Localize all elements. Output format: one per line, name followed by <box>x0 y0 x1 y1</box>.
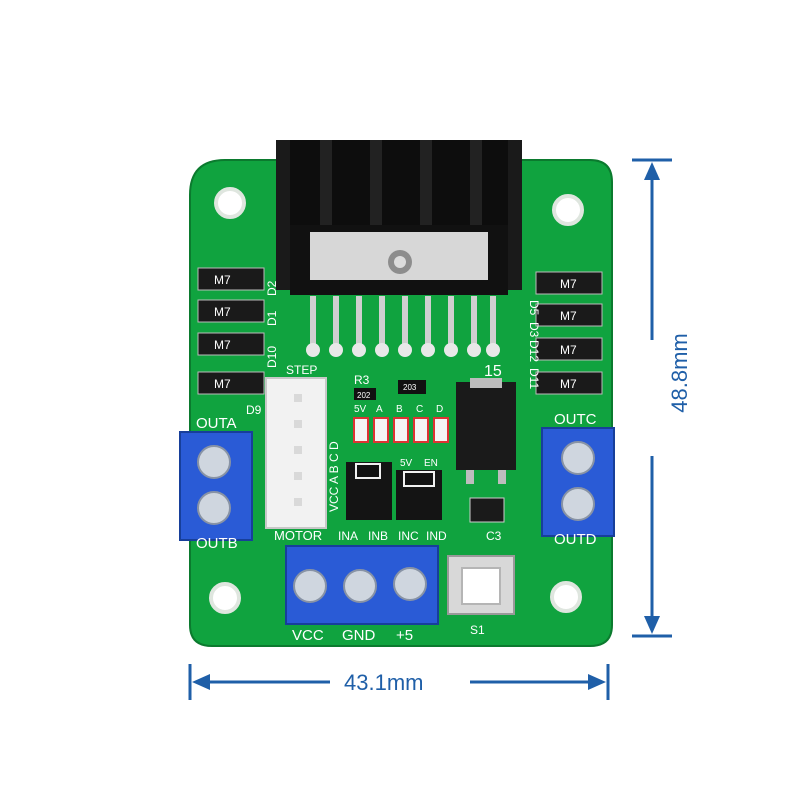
diodes-right <box>535 271 603 395</box>
label-outb: OUTB <box>196 535 238 552</box>
step-connector-pins <box>294 394 302 506</box>
label-d9: D9 <box>246 403 262 417</box>
diode-mark-5: M7 <box>560 277 577 291</box>
label-d11: D11 <box>527 368 541 389</box>
label-gnd: GND <box>342 627 376 644</box>
label-outa: OUTA <box>196 415 237 432</box>
label-vcc-side: VCC A B C D <box>327 441 341 512</box>
label-en: EN <box>424 458 438 469</box>
label-15: 15 <box>484 363 502 380</box>
jumper-cap-left[interactable] <box>355 463 381 479</box>
push-button-s1[interactable] <box>447 555 515 615</box>
label-ind: IND <box>426 529 447 543</box>
label-c3: C3 <box>486 529 502 543</box>
chip-solder-pads <box>306 343 500 357</box>
voltage-regulator <box>456 382 516 470</box>
diode-mark-6: M7 <box>560 309 577 323</box>
mounting-hole-bottom-left <box>209 582 241 614</box>
label-r202: 202 <box>357 391 371 400</box>
terminal-block-left[interactable] <box>179 431 253 541</box>
label-led-b: B <box>396 404 403 415</box>
label-d2: D2 <box>265 280 279 296</box>
label-d12: D12 <box>527 340 541 362</box>
label-inc: INC <box>398 529 419 543</box>
label-led-c: C <box>416 404 423 415</box>
diode-mark-3: M7 <box>214 338 231 352</box>
jumper-cap-right[interactable] <box>403 471 435 487</box>
diode-mark-8: M7 <box>560 377 577 391</box>
label-outd: OUTD <box>554 531 597 548</box>
resistor-203 <box>398 380 426 394</box>
label-d5: D5 <box>527 300 541 316</box>
capacitor-c3 <box>469 497 505 523</box>
label-vcc: VCC <box>292 627 324 644</box>
diode-mark-4: M7 <box>214 377 231 391</box>
diode-mark-2: M7 <box>214 305 231 319</box>
terminal-block-right[interactable] <box>541 427 615 537</box>
label-step: STEP <box>286 363 317 377</box>
power-terminal-block[interactable] <box>285 545 439 625</box>
label-r3: R3 <box>354 373 370 387</box>
heatsink <box>276 140 522 295</box>
dimension-height <box>632 158 672 638</box>
driver-chip-pins <box>310 296 496 348</box>
height-dimension-label: 48.8mm <box>667 333 693 413</box>
diodes-left <box>197 267 265 395</box>
label-inb: INB <box>368 529 388 543</box>
label-5v: 5V <box>400 458 413 469</box>
diode-mark-7: M7 <box>560 343 577 357</box>
diode-mark-1: M7 <box>214 273 231 287</box>
label-led-a: A <box>376 404 383 415</box>
label-5v-top: 5V <box>354 404 367 415</box>
label-led-d: D <box>436 404 443 415</box>
width-dimension-label: 43.1mm <box>344 670 424 696</box>
label-s1: S1 <box>470 623 485 637</box>
label-r203: 203 <box>403 383 417 392</box>
label-ina: INA <box>338 529 358 543</box>
label-d1-left: D1 <box>265 310 279 326</box>
status-leds <box>353 417 449 443</box>
resistor-202 <box>354 388 376 400</box>
mounting-hole-top-right <box>552 194 584 226</box>
label-d10: D10 <box>265 346 279 368</box>
mounting-hole-top-left <box>214 187 246 219</box>
label-plus5: +5 <box>396 627 413 644</box>
label-motor: MOTOR <box>274 528 322 543</box>
dimension-width <box>188 664 610 700</box>
label-d3: D3 <box>527 322 541 338</box>
mounting-hole-bottom-right <box>550 581 582 613</box>
label-outc: OUTC <box>554 411 597 428</box>
